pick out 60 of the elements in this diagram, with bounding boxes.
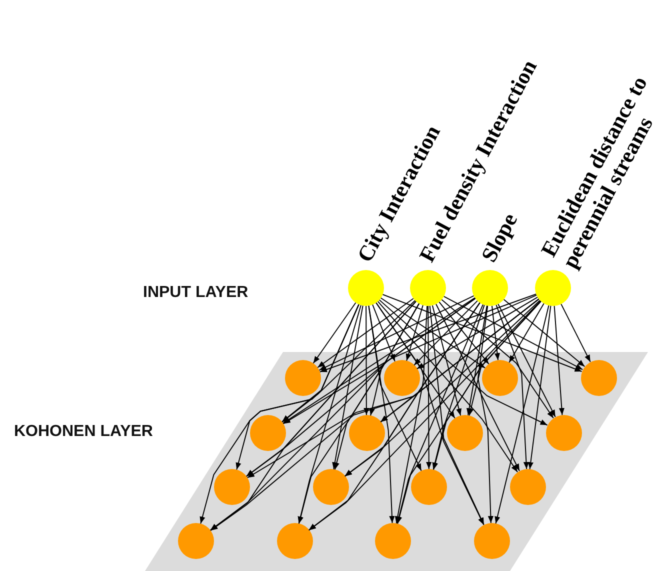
connection-arrow [466,305,488,416]
connection-arrow [414,300,478,366]
connection-arrow [344,302,480,477]
connection-arrow [528,305,552,470]
connection-arrow [396,304,484,524]
connection-arrow [380,298,486,368]
connection-arrow [432,304,485,470]
connection-arrow [496,304,529,470]
input-neuron [535,270,571,306]
connection-arrow [372,304,396,362]
connection-arrow [494,305,550,524]
connection-arrow [382,294,582,372]
connection-arrow [308,300,541,531]
connection-arrow [200,304,360,524]
connection-arrow [416,296,538,370]
connection-arrow [308,302,480,531]
connection-arrow [478,305,494,524]
connection-arrow [376,302,456,419]
connection-arrow [426,306,432,470]
connection-arrow [319,294,537,372]
connection-arrow [560,304,591,362]
connection-arrow [282,300,416,422]
connection-arrow [210,300,416,531]
connection-arrow [432,304,462,416]
connection-arrow [443,296,584,370]
connection-arrow [368,305,422,472]
connection-arrow [312,302,356,364]
input-neuron [410,270,446,306]
connection-arrow [368,305,395,524]
connection-arrow [432,300,542,470]
connection-arrow [318,295,474,371]
connection-arrow [554,305,564,416]
connection-arrow [364,306,370,416]
connection-arrow [396,300,542,524]
connection-arrow [210,298,476,531]
connection-arrow [436,304,520,472]
connection-arrow [394,305,428,524]
input-neuron [472,270,508,306]
connection-arrow [282,297,476,424]
connection-arrow [377,300,518,473]
connection-arrow [441,299,554,419]
connection-arrow [503,299,586,367]
layer-label: INPUT LAYER [143,283,248,303]
input-neuron [348,270,384,306]
connection-arrow [429,305,484,526]
connection-arrow [298,304,362,524]
connection-arrow [406,304,424,362]
connection-arrow [317,298,414,368]
connection-arrow [210,298,540,532]
connection-arrow [508,303,544,363]
connection-arrow [332,305,364,470]
connection-arrow [498,304,556,418]
connection-arrow [376,302,484,526]
connection-arrow [492,305,500,361]
connection-arrow [438,302,490,364]
connection-arrow [282,294,537,424]
connection-arrow [298,303,420,524]
layer-label: KOHONEN LAYER [14,422,153,442]
connection-arrow [246,298,476,477]
connection-arrow [344,300,540,477]
